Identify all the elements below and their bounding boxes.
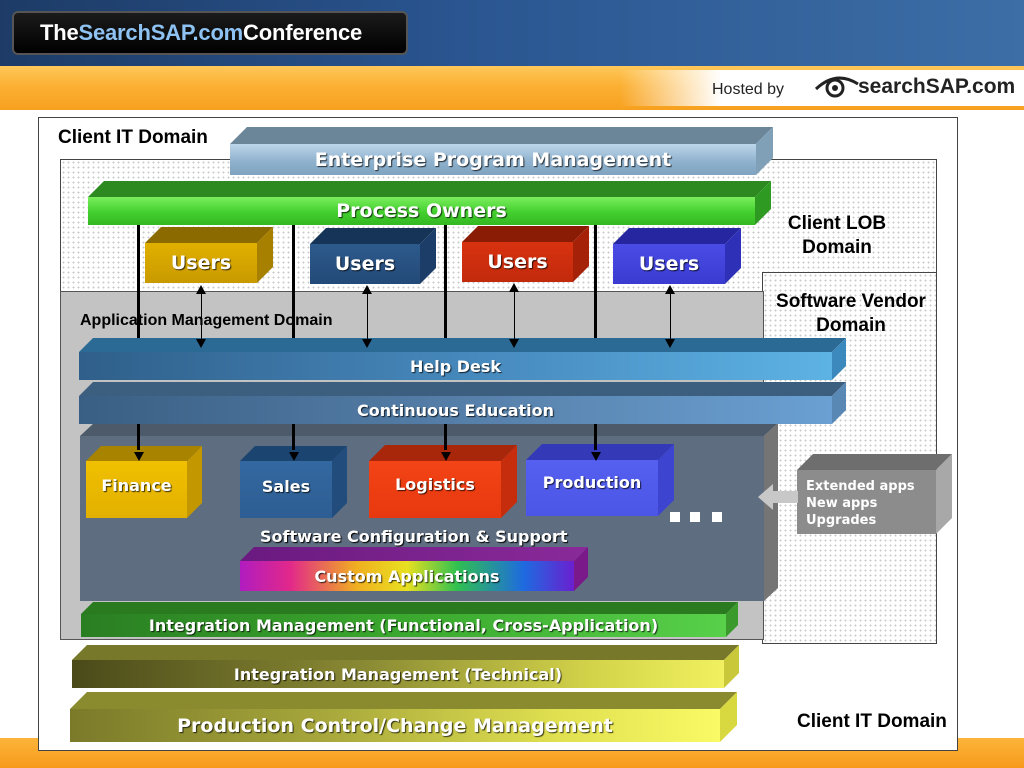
client-it-domain-label-top: Client IT Domain bbox=[58, 127, 208, 148]
arrow-down-icon bbox=[509, 339, 519, 348]
title-prefix: The bbox=[40, 20, 79, 45]
sales-block: Sales bbox=[240, 446, 347, 518]
software-vendor-domain-label: Software Vendor Domain bbox=[776, 291, 926, 336]
integration-technical-bar: Integration Management (Technical) bbox=[72, 645, 739, 688]
arrow-down-icon bbox=[441, 452, 451, 461]
arrow-down-icon bbox=[289, 452, 299, 461]
bar-label: Continuous Education bbox=[79, 396, 832, 424]
vendor-updates-block bbox=[797, 454, 952, 534]
bar-label: Integration Management (Technical) bbox=[72, 660, 724, 688]
arrow-up-icon bbox=[509, 283, 519, 292]
bar-label: Integration Management (Functional, Cros… bbox=[81, 614, 726, 637]
module-label: Sales bbox=[240, 461, 332, 518]
connector-line bbox=[594, 225, 597, 338]
bar-label: Help Desk bbox=[79, 352, 832, 380]
vendor-line-new-apps: New apps bbox=[806, 496, 878, 511]
help-desk-bar: Help Desk bbox=[79, 338, 846, 380]
arrow-up-icon bbox=[665, 285, 675, 294]
application-management-domain-label: Application Management Domain bbox=[80, 312, 333, 329]
header-logo-area bbox=[620, 70, 1024, 106]
ellipsis-dot-2 bbox=[690, 512, 700, 522]
continuous-education-bar: Continuous Education bbox=[79, 382, 846, 424]
bar-label: Custom Applications bbox=[240, 561, 574, 591]
module-label: Logistics bbox=[369, 461, 501, 518]
connector-line bbox=[594, 424, 597, 450]
client-it-domain-label-bottom: Client IT Domain bbox=[797, 711, 947, 732]
bar-label: Production Control/Change Management bbox=[70, 709, 720, 742]
users-label: Users bbox=[310, 244, 420, 284]
conference-title: The SearchSAP.com Conference bbox=[12, 11, 408, 55]
connector-line bbox=[137, 424, 140, 450]
users-block-4: Users bbox=[613, 228, 741, 284]
users-label: Users bbox=[145, 243, 257, 283]
arrow-down-icon bbox=[665, 339, 675, 348]
connector-thin-line bbox=[201, 292, 202, 342]
connector-line bbox=[292, 225, 295, 338]
users-block-2: Users bbox=[310, 228, 436, 284]
software-panel-top bbox=[80, 423, 778, 436]
module-label: Finance bbox=[86, 461, 187, 518]
connector-line bbox=[292, 424, 295, 450]
arrow-down-icon bbox=[134, 452, 144, 461]
arrow-down-icon bbox=[362, 339, 372, 348]
process-owners-bar: Process Owners bbox=[88, 181, 771, 225]
users-block-1: Users bbox=[145, 227, 273, 283]
ellipsis-dot-1 bbox=[670, 512, 680, 522]
users-label: Users bbox=[462, 242, 573, 282]
connector-line bbox=[444, 424, 447, 450]
vendor-updates-list: Extended apps New apps Upgrades bbox=[806, 478, 915, 529]
hosted-by-label: Hosted by bbox=[712, 81, 785, 98]
software-panel-side bbox=[764, 423, 778, 601]
production-block: Production bbox=[526, 444, 674, 516]
ellipsis-dot-3 bbox=[712, 512, 722, 522]
connector-thin-line bbox=[514, 290, 515, 342]
arrow-down-icon bbox=[591, 452, 601, 461]
eye-icon bbox=[814, 76, 859, 98]
bar-label: Enterprise Program Management bbox=[230, 144, 756, 175]
arrow-up-icon bbox=[196, 285, 206, 294]
title-suffix: Conference bbox=[243, 20, 363, 45]
users-block-3: Users bbox=[462, 226, 589, 282]
production-control-bar: Production Control/Change Management bbox=[70, 692, 737, 742]
connector-line bbox=[444, 225, 447, 338]
connector-line bbox=[137, 225, 140, 338]
header-banner: The SearchSAP.com Conference bbox=[0, 0, 1024, 66]
finance-block: Finance bbox=[86, 446, 202, 518]
vendor-arrow-icon bbox=[758, 484, 798, 510]
connector-thin-line bbox=[670, 292, 671, 342]
enterprise-program-management-bar: Enterprise Program Management bbox=[230, 127, 773, 175]
client-lob-domain-label: Client LOB Domain bbox=[787, 213, 887, 258]
integration-functional-bar: Integration Management (Functional, Cros… bbox=[81, 602, 738, 637]
module-label: Production bbox=[526, 460, 658, 516]
connector-thin-line bbox=[367, 292, 368, 342]
searchsap-logo: searchSAP.com bbox=[814, 72, 1015, 102]
title-brand: SearchSAP.com bbox=[78, 20, 244, 45]
arrow-down-icon bbox=[196, 339, 206, 348]
arrow-up-icon bbox=[362, 285, 372, 294]
custom-applications-bar: Custom Applications bbox=[240, 547, 588, 591]
vendor-line-extended-apps: Extended apps bbox=[806, 479, 915, 494]
software-configuration-label: Software Configuration & Support bbox=[260, 527, 568, 546]
users-label: Users bbox=[613, 244, 725, 284]
logo-text: searchSAP.com bbox=[858, 75, 1016, 98]
bar-label: Process Owners bbox=[88, 197, 755, 225]
vendor-line-upgrades: Upgrades bbox=[806, 513, 877, 528]
